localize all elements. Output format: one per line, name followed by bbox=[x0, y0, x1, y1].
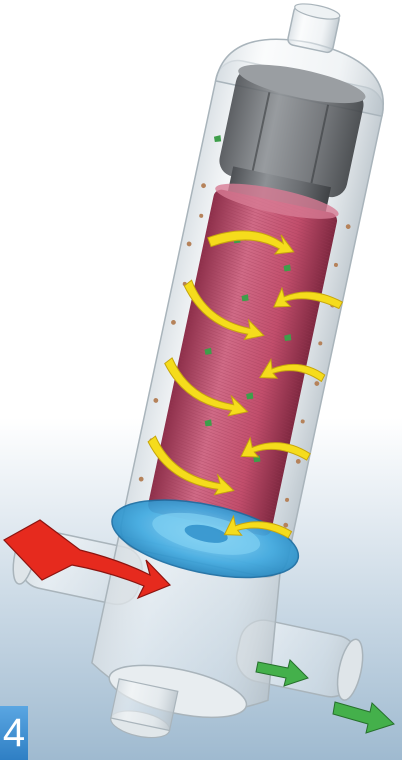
step-number-badge: 4 bbox=[0, 706, 28, 760]
